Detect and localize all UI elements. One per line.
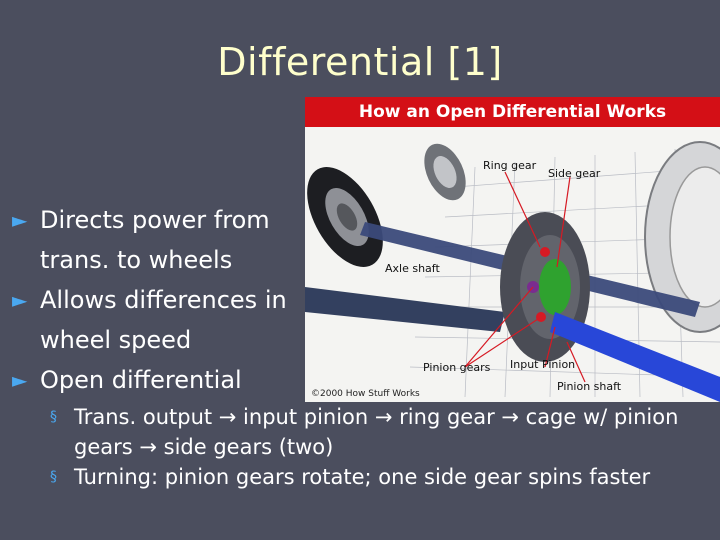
- differential-illustration: [305, 141, 720, 402]
- bullet-text: Open differential: [40, 366, 242, 394]
- slide-title: Differential [1]: [217, 40, 503, 84]
- large-wheel: [644, 141, 720, 333]
- small-wheel: [307, 167, 383, 267]
- bullet-item: ► Open differential: [12, 360, 312, 400]
- pinion-shaft-shape: [550, 312, 720, 402]
- square-bullet-icon: §: [50, 409, 57, 425]
- label-axle-shaft: Axle shaft: [385, 262, 440, 275]
- bullet-item: ► Directs power from trans. to wheels: [12, 200, 312, 280]
- diagram-header: How an Open Differential Works: [305, 97, 720, 127]
- bullet-list: ► Directs power from trans. to wheels ► …: [12, 200, 312, 400]
- sub-bullet-text: Trans. output → input pinion → ring gear…: [74, 405, 679, 459]
- label-input-pinion: Input Pinion: [510, 358, 576, 371]
- sub-bullet-item: § Trans. output → input pinion → ring ge…: [50, 402, 690, 462]
- label-pinion-gears: Pinion gears: [423, 361, 491, 374]
- label-pinion-shaft: Pinion shaft: [557, 380, 622, 393]
- sub-bullet-text: Turning: pinion gears rotate; one side g…: [74, 465, 651, 489]
- pipe-shape: [305, 287, 505, 332]
- callout-lines: [464, 171, 586, 383]
- copyright-text: ©2000 How Stuff Works: [311, 389, 420, 399]
- square-bullet-icon: §: [50, 469, 57, 485]
- label-ring-gear: Ring gear: [483, 159, 537, 172]
- triangle-bullet-icon: ►: [12, 288, 28, 312]
- sub-bullet-list: § Trans. output → input pinion → ring ge…: [50, 402, 690, 492]
- bullet-text: Directs power from trans. to wheels: [40, 206, 270, 274]
- sub-bullet-item: § Turning: pinion gears rotate; one side…: [50, 462, 690, 492]
- differential-diagram: How an Open Differential Works: [305, 97, 720, 402]
- triangle-bullet-icon: ►: [12, 368, 28, 392]
- bullet-text: Allows differences in wheel speed: [40, 286, 287, 354]
- label-side-gear: Side gear: [548, 167, 601, 180]
- brake-disc: [424, 143, 466, 201]
- triangle-bullet-icon: ►: [12, 208, 28, 232]
- bullet-item: ► Allows differences in wheel speed: [12, 280, 312, 360]
